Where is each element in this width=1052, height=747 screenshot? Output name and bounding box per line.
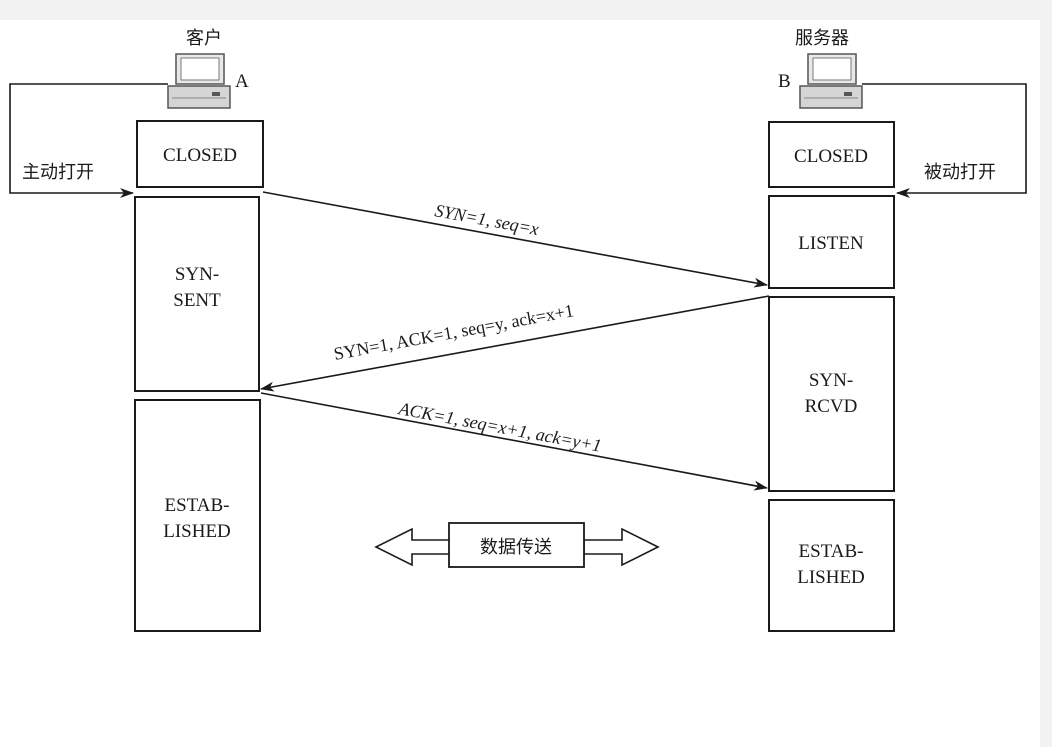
data-transfer-label: 数据传送 (480, 537, 552, 558)
passive-open-label: 被动打开 (924, 162, 996, 183)
client-computer-icon (167, 53, 231, 109)
server-state-established (768, 499, 895, 632)
server-state-syn-rcvd (768, 296, 895, 492)
syn-ack-arrow (260, 295, 770, 392)
top-border (0, 0, 1052, 20)
ack-message-label: ACK=1, seq=x+1, ack=y+1 (396, 398, 603, 456)
client-state-established-line1: ESTAB- (165, 495, 230, 516)
data-transfer-double-arrow (374, 522, 660, 568)
passive-open-arrow (862, 83, 1027, 198)
server-state-listen-label: LISTEN (798, 233, 864, 254)
server-state-syn-rcvd-line2: RCVD (805, 396, 858, 417)
client-state-syn-sent-line1: SYN- (175, 264, 219, 285)
server-state-established-line2: LISHED (797, 567, 865, 588)
server-computer-icon (799, 53, 863, 109)
client-state-established (134, 399, 261, 632)
client-title: 客户 (186, 28, 222, 49)
server-state-closed (768, 121, 895, 188)
client-state-closed (136, 120, 264, 188)
server-title: 服务器 (795, 28, 849, 49)
ack-arrow (260, 392, 768, 491)
server-state-syn-rcvd-line1: SYN- (809, 370, 853, 391)
server-state-closed-label: CLOSED (794, 146, 868, 167)
server-letter: B (778, 71, 791, 92)
active-open-arrow (9, 83, 168, 198)
client-state-syn-sent-line2: SENT (173, 290, 221, 311)
syn-arrow (262, 191, 768, 288)
client-letter: A (235, 71, 249, 92)
server-state-established-line1: ESTAB- (799, 541, 864, 562)
client-state-closed-label: CLOSED (163, 145, 237, 166)
client-state-established-line2: LISHED (163, 521, 231, 542)
client-state-syn-sent (134, 196, 260, 392)
active-open-label: 主动打开 (22, 162, 94, 183)
server-state-listen (768, 195, 895, 289)
right-border (1040, 20, 1052, 747)
